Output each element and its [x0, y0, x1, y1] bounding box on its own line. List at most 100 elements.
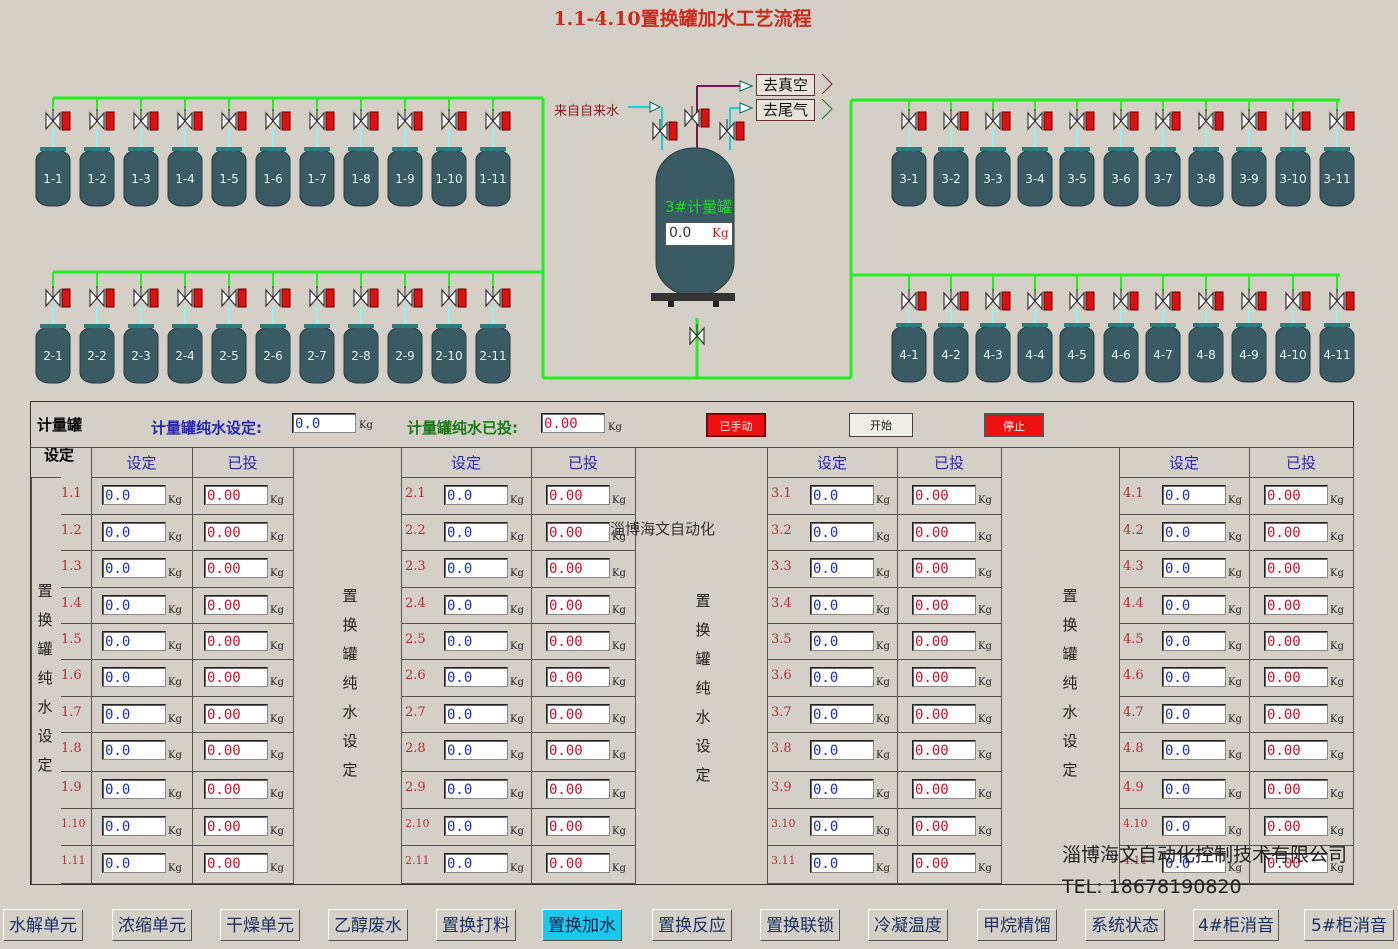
valve-tank-row4-4[interactable]	[1027, 289, 1053, 311]
tank-row2-10[interactable]: 2-10	[431, 324, 467, 384]
tank-row4-6[interactable]: 4-6	[1103, 323, 1139, 383]
valve-tank-row3-3[interactable]	[985, 109, 1011, 131]
set-input[interactable]: 0.0	[444, 631, 508, 651]
set-input[interactable]: 0.0	[102, 779, 166, 799]
valve-tank-row3-6[interactable]	[1113, 109, 1139, 131]
valve-tank-row3-7[interactable]	[1155, 109, 1181, 131]
tank-row3-4[interactable]: 3-4	[1017, 147, 1053, 207]
set-input[interactable]: 0.0	[1162, 740, 1226, 760]
set-input[interactable]: 0.0	[102, 667, 166, 687]
manual-button[interactable]: 已手动	[706, 413, 766, 437]
set-input[interactable]: 0.0	[444, 558, 508, 578]
valve-tank-row4-7[interactable]	[1155, 289, 1181, 311]
tank-row4-5[interactable]: 4-5	[1059, 323, 1095, 383]
nav-button-8[interactable]: 置换联锁	[760, 909, 840, 941]
tank-row1-3[interactable]: 1-3	[123, 147, 159, 207]
set-input[interactable]: 0.0	[810, 631, 874, 651]
set-input[interactable]: 0.0	[810, 558, 874, 578]
nav-button-12[interactable]: 4#柜消音	[1193, 909, 1279, 941]
tank-row2-6[interactable]: 2-6	[255, 324, 291, 384]
set-input[interactable]: 0.0	[102, 485, 166, 505]
tank-row4-7[interactable]: 4-7	[1145, 323, 1181, 383]
tank-row3-5[interactable]: 3-5	[1059, 147, 1095, 207]
valve-tank-row2-5[interactable]	[221, 286, 247, 308]
valve-tank-row3-2[interactable]	[943, 109, 969, 131]
set-input[interactable]: 0.0	[102, 704, 166, 724]
tank-row2-4[interactable]: 2-4	[167, 324, 203, 384]
done-input[interactable]: 0.00	[204, 558, 268, 578]
valve-tank-row2-11[interactable]	[485, 286, 511, 308]
done-input[interactable]: 0.00	[546, 522, 610, 542]
valve-tank-row1-7[interactable]	[309, 109, 335, 131]
tank-row2-9[interactable]: 2-9	[387, 324, 423, 384]
tank-row3-11[interactable]: 3-11	[1319, 147, 1355, 207]
set-input[interactable]: 0.0	[102, 853, 166, 873]
done-input[interactable]: 0.00	[546, 740, 610, 760]
done-input[interactable]: 0.00	[546, 779, 610, 799]
set-input[interactable]: 0.0	[810, 595, 874, 615]
done-input[interactable]: 0.00	[1264, 558, 1328, 578]
set-input[interactable]: 0.0	[1162, 485, 1226, 505]
nav-button-7[interactable]: 置换反应	[652, 909, 732, 941]
valve-tank-row1-4[interactable]	[177, 109, 203, 131]
done-input[interactable]: 0.00	[546, 631, 610, 651]
tank-row2-2[interactable]: 2-2	[79, 324, 115, 384]
done-input[interactable]: 0.00	[912, 667, 976, 687]
nav-button-4[interactable]: 乙醇废水	[328, 909, 408, 941]
set-input[interactable]: 0.0	[444, 816, 508, 836]
tank-row1-4[interactable]: 1-4	[167, 147, 203, 207]
valve-tank-row3-4[interactable]	[1027, 109, 1053, 131]
done-input[interactable]: 0.00	[204, 595, 268, 615]
done-input[interactable]: 0.00	[546, 485, 610, 505]
done-input[interactable]: 0.00	[1264, 631, 1328, 651]
set-input[interactable]: 0.0	[102, 740, 166, 760]
done-input[interactable]: 0.00	[912, 595, 976, 615]
done-input[interactable]: 0.00	[1264, 667, 1328, 687]
tank-row2-1[interactable]: 2-1	[35, 324, 71, 384]
valve-tank-row3-9[interactable]	[1241, 109, 1267, 131]
set-input[interactable]: 0.0	[444, 485, 508, 505]
valve-tank-row3-1[interactable]	[901, 109, 927, 131]
nav-button-13[interactable]: 5#柜消音	[1304, 909, 1394, 941]
valve-tank-row2-7[interactable]	[309, 286, 335, 308]
tank-row2-3[interactable]: 2-3	[123, 324, 159, 384]
tank-row4-3[interactable]: 4-3	[975, 323, 1011, 383]
done-input[interactable]: 0.00	[546, 816, 610, 836]
valve-tank-row1-2[interactable]	[89, 109, 115, 131]
set-input[interactable]: 0.0	[1162, 667, 1226, 687]
set-input[interactable]: 0.0	[1162, 853, 1226, 873]
set-input[interactable]: 0.0	[810, 779, 874, 799]
tank-row1-7[interactable]: 1-7	[299, 147, 335, 207]
nav-button-6[interactable]: 置换加水	[542, 909, 622, 941]
start-button[interactable]: 开始	[849, 413, 913, 437]
valve-vacuum[interactable]	[684, 106, 710, 128]
done-input[interactable]: 0.00	[204, 740, 268, 760]
set-input[interactable]: 0.0	[444, 704, 508, 724]
valve-tank-row4-10[interactable]	[1285, 289, 1311, 311]
valve-tank-row2-3[interactable]	[133, 286, 159, 308]
tank-row4-8[interactable]: 4-8	[1188, 323, 1224, 383]
done-input[interactable]: 0.00	[1264, 485, 1328, 505]
done-input[interactable]: 0.00	[204, 485, 268, 505]
set-input[interactable]: 0.0	[810, 816, 874, 836]
set-input[interactable]: 0.0	[1162, 595, 1226, 615]
set-input[interactable]: 0.0	[810, 522, 874, 542]
set-input[interactable]: 0.0	[810, 740, 874, 760]
done-input[interactable]: 0.00	[546, 704, 610, 724]
done-input[interactable]: 0.00	[912, 631, 976, 651]
set-input[interactable]: 0.0	[102, 558, 166, 578]
tank-row3-2[interactable]: 3-2	[933, 147, 969, 207]
nav-button-9[interactable]: 冷凝温度	[868, 909, 948, 941]
done-input[interactable]: 0.00	[1264, 853, 1328, 873]
tank-row1-6[interactable]: 1-6	[255, 147, 291, 207]
meter-set-input[interactable]: 0.0	[292, 413, 356, 433]
valve-tank-row1-9[interactable]	[397, 109, 423, 131]
valve-tank-row2-4[interactable]	[177, 286, 203, 308]
tank-row4-9[interactable]: 4-9	[1231, 323, 1267, 383]
done-input[interactable]: 0.00	[912, 704, 976, 724]
valve-tank-row3-10[interactable]	[1285, 109, 1311, 131]
nav-button-2[interactable]: 浓缩单元	[112, 909, 192, 941]
set-input[interactable]: 0.0	[444, 667, 508, 687]
nav-button-3[interactable]: 干燥单元	[220, 909, 300, 941]
valve-tank-row4-9[interactable]	[1241, 289, 1267, 311]
